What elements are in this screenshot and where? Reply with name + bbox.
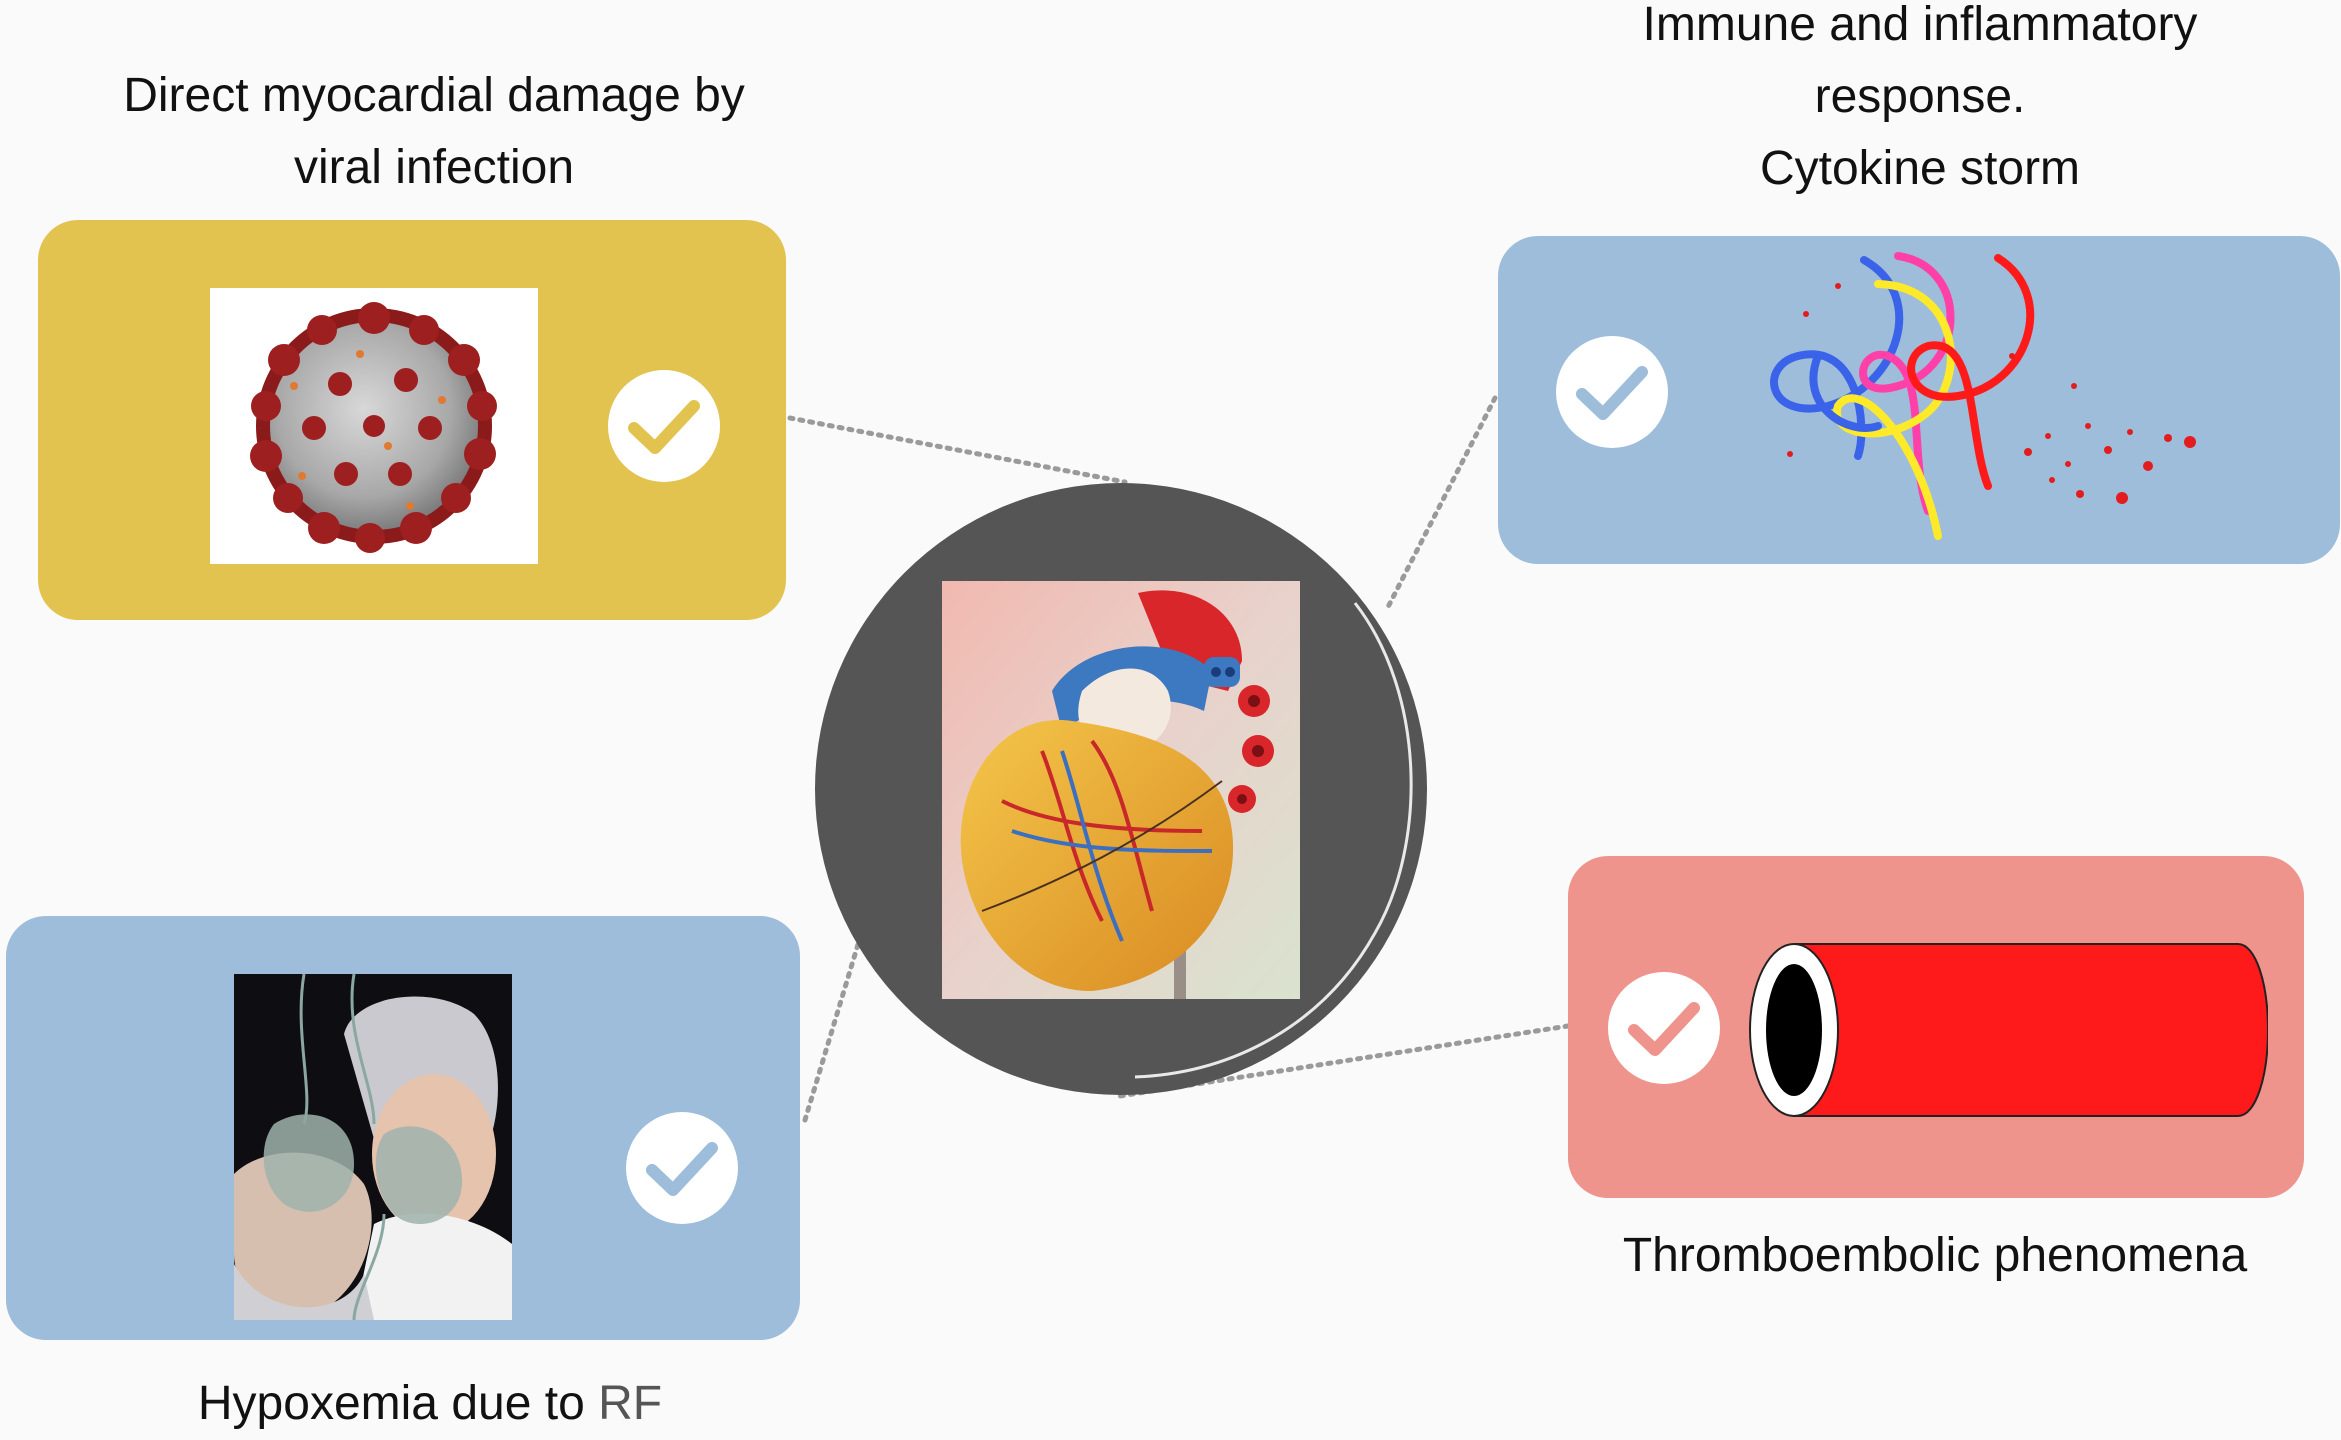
- check-icon: [1556, 336, 1668, 448]
- coronavirus-image: [210, 288, 538, 564]
- label-hypoxemia: Hypoxemia due to RF: [40, 1368, 820, 1440]
- label-immune-response: Immune and inflammatory response. Cytoki…: [1540, 0, 2300, 205]
- label-immune-line-3: Cytokine storm: [1540, 133, 2300, 205]
- heart-model-image: [942, 581, 1300, 999]
- label-thrombo-text: Thromboembolic phenomena: [1623, 1229, 2247, 1282]
- label-viral-damage: Direct myocardial damage by viral infect…: [40, 60, 828, 204]
- check-icon: [626, 1112, 738, 1224]
- label-hypoxemia-abbr: RF: [598, 1377, 662, 1430]
- check-icon: [608, 370, 720, 482]
- viral-panel: [38, 220, 786, 620]
- thrombo-panel: [1568, 856, 2304, 1198]
- center-disc: [815, 483, 1427, 1095]
- immune-panel: [1498, 236, 2340, 564]
- label-viral-line-1: Direct myocardial damage by: [40, 60, 828, 132]
- label-immune-line-1: Immune and inflammatory: [1540, 0, 2300, 61]
- label-hypoxemia-text: Hypoxemia due to: [198, 1377, 598, 1430]
- cytokine-strands-image: [1728, 236, 2228, 564]
- oxygen-mask-patients-image: [234, 974, 512, 1320]
- hypoxemia-panel: [6, 916, 800, 1340]
- connector-viral: [790, 418, 1125, 482]
- label-immune-line-2: response.: [1540, 61, 2300, 133]
- blood-vessel-image: [1748, 940, 2268, 1120]
- label-thromboembolic: Thromboembolic phenomena: [1560, 1220, 2310, 1292]
- label-viral-line-2: viral infection: [40, 132, 828, 204]
- check-icon: [1608, 972, 1720, 1084]
